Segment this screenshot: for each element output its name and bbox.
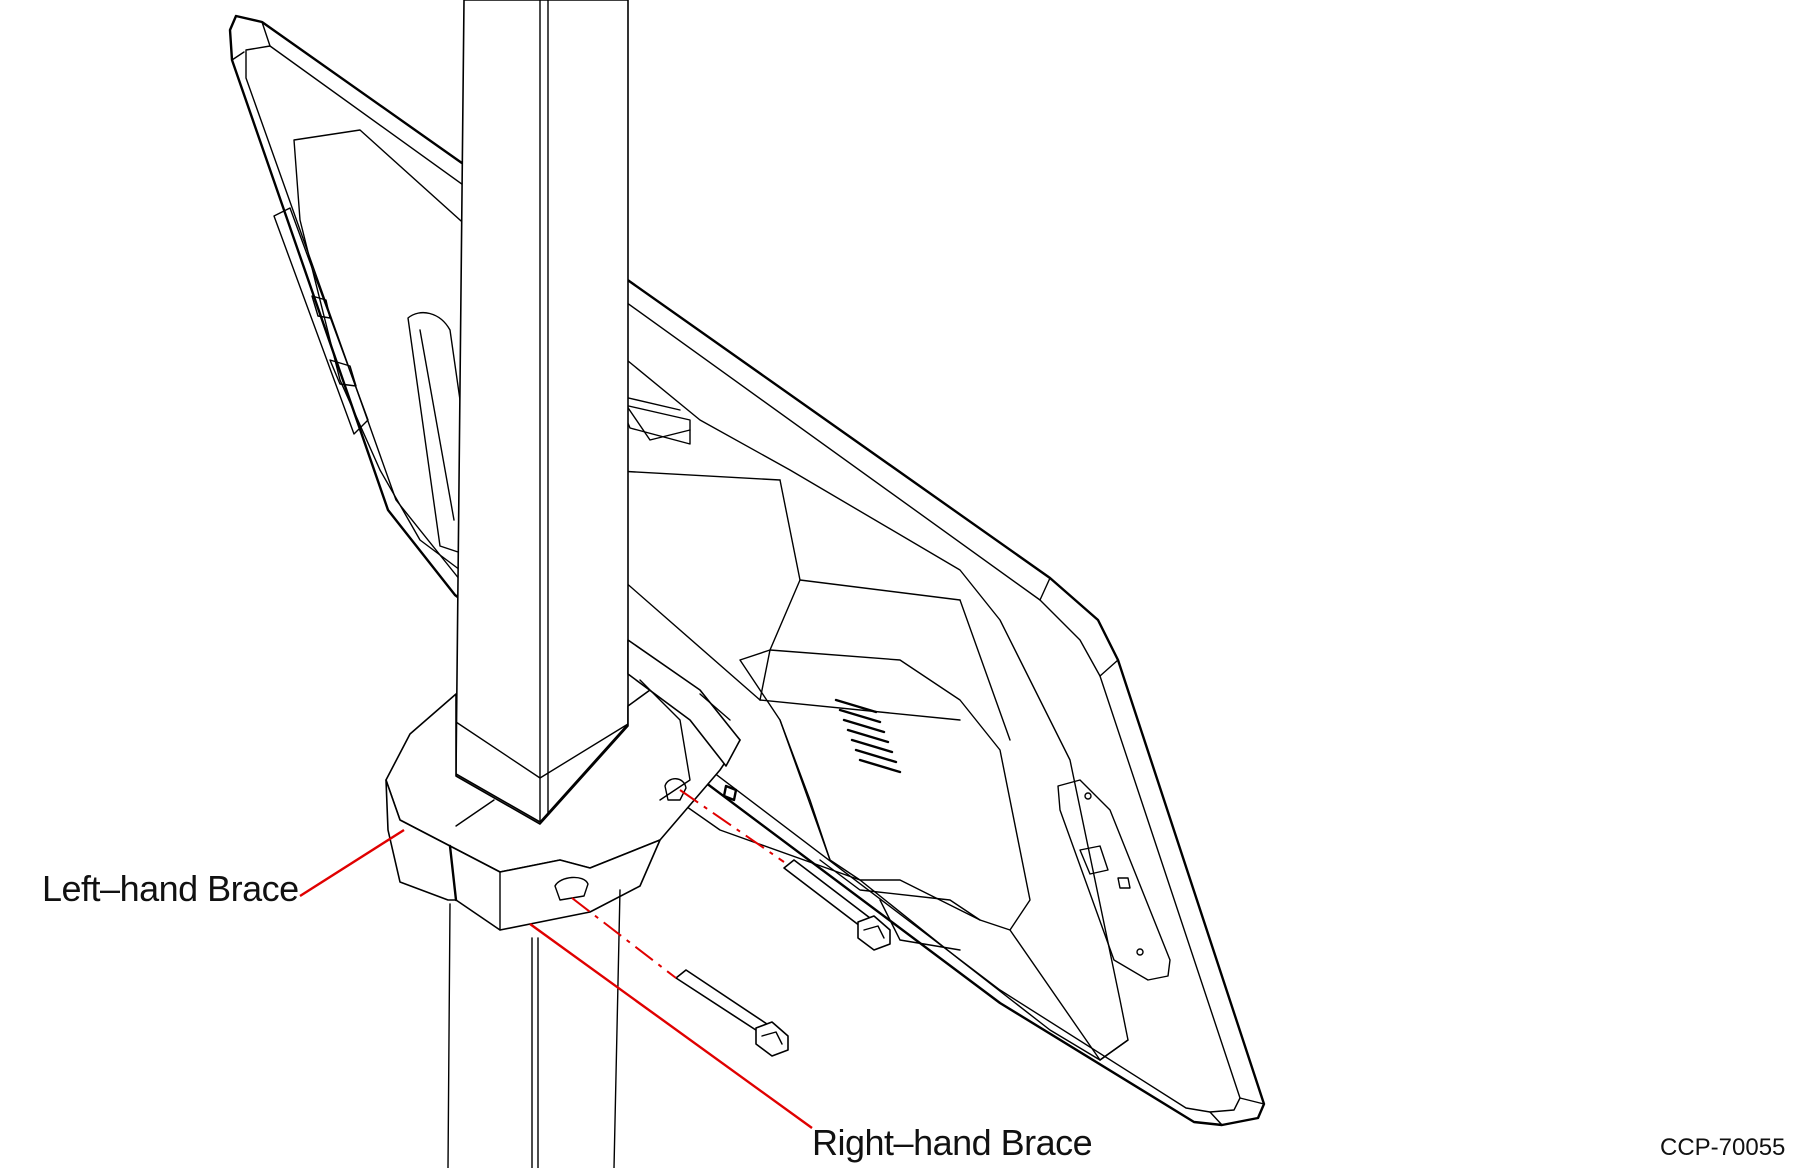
brace-clamp xyxy=(385,639,741,931)
monitor-rear-shell xyxy=(293,129,1129,1061)
insertion-axis-right xyxy=(679,789,785,863)
monitor-hinge-housing xyxy=(739,649,1031,931)
right-brace-label: Right–hand Brace xyxy=(812,1122,1093,1163)
monitor-bezel-inner xyxy=(245,45,1241,1113)
left-brace-leader xyxy=(299,828,405,898)
monitor-outer-edge xyxy=(228,14,1266,1127)
figure-code: CCP-70055 xyxy=(1660,1134,1786,1161)
mounting-pole-upper xyxy=(455,0,629,823)
vent-slots xyxy=(834,698,902,774)
screw-right xyxy=(783,859,891,951)
insertion-axis-left xyxy=(571,897,677,979)
screw-left xyxy=(675,969,789,1057)
display-monitor xyxy=(228,14,1266,1127)
right-brace-leader xyxy=(529,923,813,1129)
monitor-port-plate xyxy=(1057,779,1171,981)
mounting-pole-lower xyxy=(447,889,621,1169)
left-brace-label: Left–hand Brace xyxy=(42,868,299,909)
